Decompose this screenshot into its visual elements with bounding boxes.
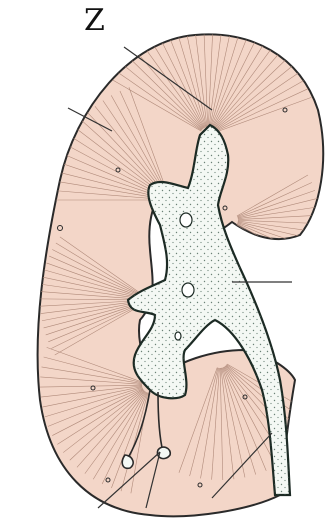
panel-label: Z — [84, 6, 105, 36]
